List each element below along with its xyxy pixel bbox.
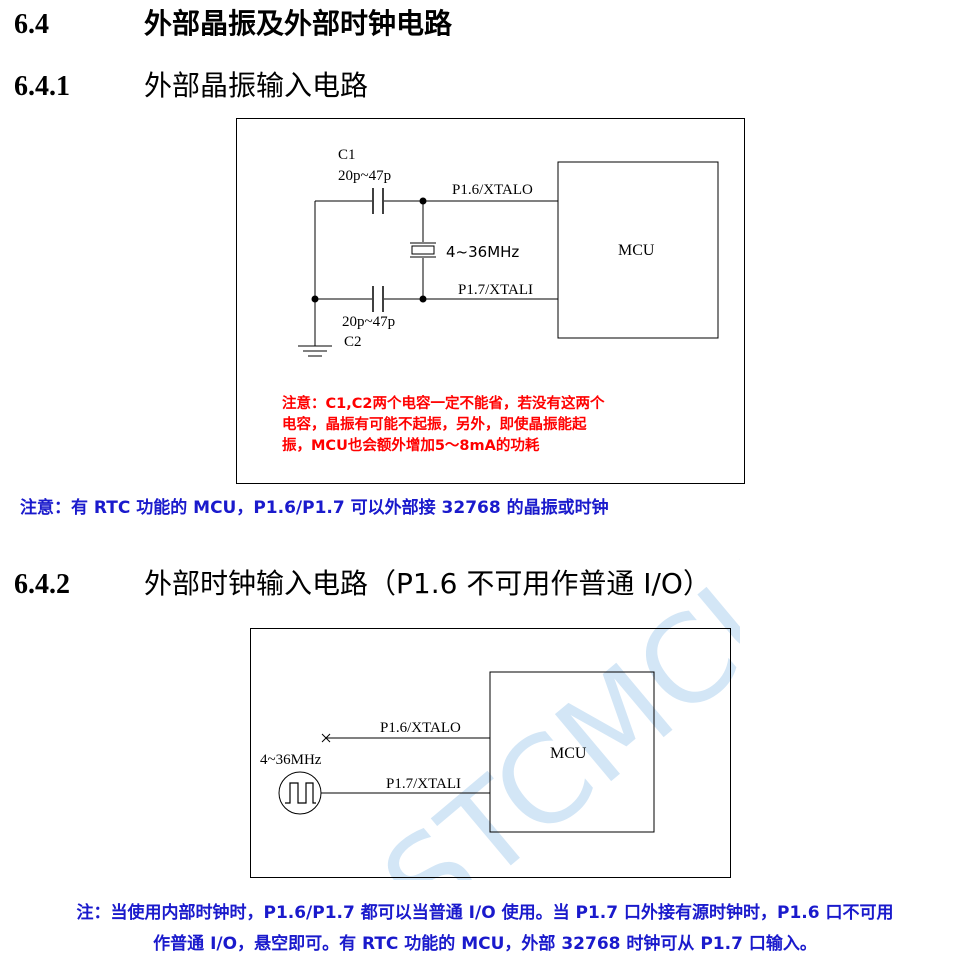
heading-6-4: 6.4 外部晶振及外部时钟电路: [14, 2, 452, 42]
diagram-frame: [250, 628, 731, 878]
heading-number: 6.4.2: [14, 569, 70, 600]
pin-xtalo-label: P1.6/XTALO: [452, 182, 533, 198]
pin-xtali-label: P1.7/XTALI: [386, 776, 461, 792]
junction-dot: [419, 197, 427, 205]
c1-gap: [372, 188, 384, 214]
mcu-label: MCU: [618, 242, 655, 259]
warning-line-2: 电容，晶振有可能不起振，另外，即使晶振能起: [282, 415, 587, 433]
heading-title: 外部晶振输入电路: [144, 69, 369, 102]
crystal-body: [411, 245, 435, 255]
square-wave-icon: [285, 782, 316, 804]
c2-value: 20p~47p: [342, 314, 395, 330]
c1-value: 20p~47p: [338, 168, 391, 184]
c2-name: C2: [344, 334, 362, 350]
heading-number: 6.4: [14, 9, 49, 40]
junction-dot: [419, 295, 427, 303]
rtc-note: 注意：有 RTC 功能的 MCU，P1.6/P1.7 可以外部接 32768 的…: [20, 498, 609, 518]
heading-6-4-1: 6.4.1 外部晶振输入电路: [14, 64, 368, 104]
oscillator-icon: [278, 771, 322, 815]
diagram-frame: [236, 118, 745, 484]
warning-line-1: 注意：C1,C2两个电容一定不能省，若没有这两个: [282, 394, 605, 412]
clock-note-line-1: 注：当使用内部时钟时，P1.6/P1.7 都可以当普通 I/O 使用。当 P1.…: [76, 903, 894, 923]
no-connect-mark: [321, 733, 331, 743]
mcu-box: [557, 161, 719, 339]
heading-6-4-2: 6.4.2 外部时钟输入电路（P1.6 不可用作普通 I/O）: [14, 562, 711, 602]
junction-dot: [311, 295, 319, 303]
heading-title: 外部时钟输入电路（P1.6 不可用作普通 I/O）: [144, 567, 711, 600]
mcu-label: MCU: [550, 745, 587, 762]
clock-note-line-2: 作普通 I/O，悬空即可。有 RTC 功能的 MCU，外部 32768 时钟可从…: [153, 934, 817, 954]
pin-xtalo-label: P1.6/XTALO: [380, 720, 461, 736]
warning-line-3: 振，MCU也会额外增加5～8mA的功耗: [282, 436, 540, 454]
pin-xtali-label: P1.7/XTALI: [458, 282, 533, 298]
mcu-box: [489, 671, 655, 833]
heading-number: 6.4.1: [14, 71, 70, 102]
crystal-frequency: 4~36MHz: [446, 243, 519, 261]
heading-title: 外部晶振及外部时钟电路: [144, 7, 453, 40]
c2-gap: [372, 286, 384, 312]
oscillator-frequency: 4~36MHz: [260, 752, 322, 768]
crystal-circuit-diagram: MCU C1 20p~47p 20p~47p C2 4~36MHz P1.6/X…: [236, 118, 745, 484]
c1-name: C1: [338, 147, 356, 163]
external-clock-diagram: MCU P1.6/XTALO P1.7/XTALI 4~36MHz: [250, 628, 731, 878]
